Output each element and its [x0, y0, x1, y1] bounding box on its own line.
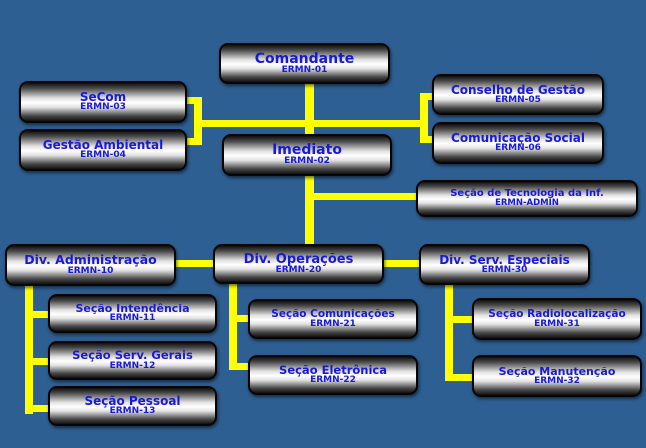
node-title: Div. Operações: [243, 251, 354, 267]
node-title: Seção Comunicações: [271, 308, 395, 321]
node-secao-servicos-gerais: Seção Serv. Gerais ERMN-12: [48, 341, 217, 380]
connector-pessoal: [25, 405, 51, 412]
node-title: Imediato: [272, 142, 342, 159]
node-secao-comunicacoes: Seção Comunicações ERMN-21: [248, 299, 418, 339]
node-code: ERMN-02: [284, 156, 330, 167]
connector-esp-vertical: [445, 284, 453, 381]
node-secao-eletronica: Seção Eletrônica ERMN-22: [248, 355, 418, 395]
node-title: Seção Intendência: [75, 302, 190, 316]
connector-tec: [305, 193, 417, 200]
node-code: ERMN-30: [481, 264, 528, 275]
node-imediato: Imediato ERMN-02: [222, 134, 392, 176]
node-secao-tecnologia: Seção de Tecnologia da Inf. ERMN-ADMIN: [416, 180, 638, 217]
node-comunicacao-social: Comunicação Social ERMN-06: [432, 122, 604, 164]
connector-left-vertical: [194, 97, 202, 145]
connector-left-bottom: [186, 138, 202, 145]
connector-elet: [229, 363, 251, 370]
node-title: Comunicação Social: [451, 131, 585, 146]
node-code: ERMN-ADMIN: [495, 198, 559, 209]
node-secao-radiolocalizacao: Seção Radiolocalização ERMN-31: [472, 298, 642, 340]
node-code: ERMN-22: [310, 375, 356, 386]
node-code: ERMN-32: [534, 375, 580, 386]
node-code: ERMN-05: [495, 94, 541, 105]
node-title: Gestão Ambiental: [42, 138, 164, 153]
connector-com: [229, 315, 251, 322]
node-code: ERMN-20: [275, 264, 322, 275]
node-code: ERMN-04: [80, 150, 126, 161]
node-title: Seção Manutenção: [498, 364, 616, 378]
node-code: ERMN-31: [534, 318, 580, 329]
node-code: ERMN-01: [281, 64, 328, 75]
node-title: Conselho de Gestão: [450, 82, 586, 97]
node-title: Seção de Tecnologia da Inf.: [450, 188, 604, 200]
connector-right-top: [420, 93, 434, 100]
node-title: Div. Serv. Especiais: [439, 252, 570, 267]
connector-left-branch: [196, 120, 314, 127]
node-secom: SeCom ERMN-03: [19, 81, 187, 123]
node-title: Seção Radiolocalização: [488, 308, 626, 321]
node-title: SeCom: [79, 90, 127, 105]
node-code: ERMN-13: [109, 406, 156, 417]
node-title: Seção Serv. Gerais: [72, 348, 193, 363]
node-gestao-ambiental: Gestão Ambiental ERMN-04: [19, 129, 187, 171]
node-div-servicos-especiais: Div. Serv. Especiais ERMN-30: [419, 244, 590, 285]
connector-op-vertical: [229, 282, 237, 370]
connector-right-vertical: [420, 93, 428, 143]
node-code: ERMN-06: [495, 143, 541, 154]
connector-left-top: [186, 97, 202, 104]
node-secao-manutencao: Seção Manutenção ERMN-32: [472, 355, 642, 397]
node-div-administracao: Div. Administração ERMN-10: [5, 244, 176, 286]
node-title: Comandante: [254, 50, 355, 67]
node-secao-intendencia: Seção Intendência ERMN-11: [48, 294, 217, 333]
node-code: ERMN-12: [109, 360, 156, 371]
connector-int: [25, 311, 51, 318]
node-title: Seção Eletrônica: [279, 362, 387, 377]
node-title: Seção Pessoal: [84, 394, 181, 409]
node-code: ERMN-11: [109, 313, 156, 324]
node-comandante: Comandante ERMN-01: [219, 43, 390, 84]
node-code: ERMN-10: [67, 265, 114, 276]
connector-right-bottom: [420, 136, 434, 143]
node-title: Div. Administração: [24, 252, 157, 268]
node-code: ERMN-03: [80, 102, 126, 113]
node-code: ERMN-21: [310, 318, 356, 329]
node-conselho-gestao: Conselho de Gestão ERMN-05: [432, 74, 604, 115]
node-div-operacoes: Div. Operações ERMN-20: [213, 244, 384, 284]
connector-right-branch: [305, 120, 428, 127]
connector-gerais: [25, 358, 51, 365]
connector-manut: [445, 374, 475, 381]
connector-radio: [445, 316, 475, 323]
node-secao-pessoal: Seção Pessoal ERMN-13: [48, 386, 217, 426]
connector-adm-vertical: [25, 284, 33, 414]
